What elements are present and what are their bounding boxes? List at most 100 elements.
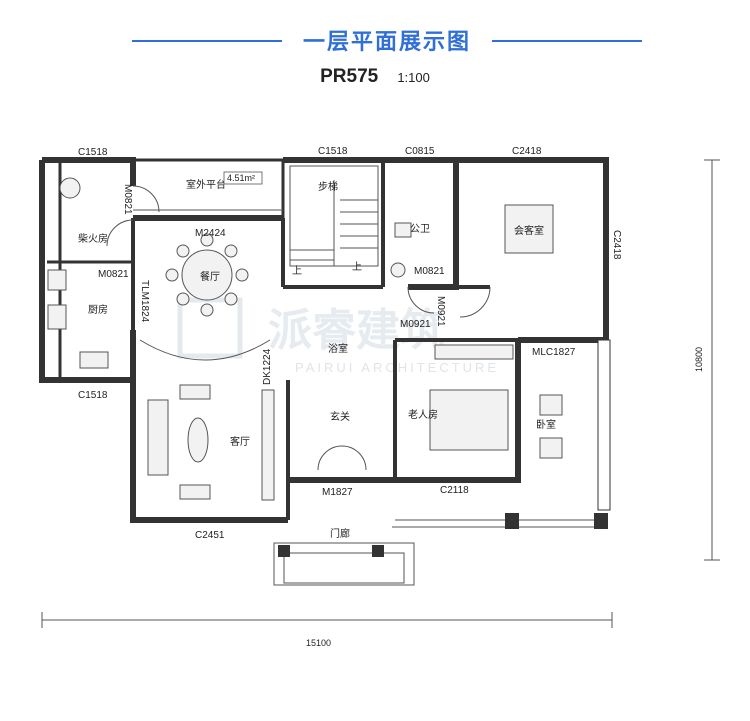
dining-chair-8 xyxy=(176,292,190,306)
porch-steps xyxy=(273,542,415,586)
code-c1518-top-mid: C1518 xyxy=(318,146,348,157)
page-title: 一层平面展示图 xyxy=(302,30,471,55)
column-1 xyxy=(278,545,290,557)
bath-seat-2 xyxy=(539,437,563,459)
kitchen-fridge xyxy=(47,269,67,291)
walls xyxy=(39,157,611,523)
code-c2418-right: C2418 xyxy=(611,230,622,260)
plan-subtitle: PR575 1:100 xyxy=(0,66,750,88)
label-living: 客厅 xyxy=(230,435,250,448)
wall-elder xyxy=(288,340,521,483)
label-kitchen: 厨房 xyxy=(88,303,108,316)
label-terrace-area: 4.51m² xyxy=(227,173,255,183)
tv-cabinet xyxy=(261,389,275,501)
code-m0821-b: M0821 xyxy=(98,269,129,280)
code-m2424: M2424 xyxy=(195,228,226,239)
window-strip-right xyxy=(597,339,611,511)
kitchen-sink xyxy=(79,351,109,369)
title-rule-right xyxy=(492,40,642,42)
label-outdoor-terrace: 室外平台 xyxy=(186,178,226,191)
dimension-lines: 15100 10800 xyxy=(41,159,720,648)
elder-bed xyxy=(429,389,509,451)
code-c1518-top-left: C1518 xyxy=(78,147,108,158)
porch xyxy=(273,513,608,586)
wc-toilet xyxy=(394,222,412,238)
title-rule-left xyxy=(132,40,282,42)
code-mlc1827: MLC1827 xyxy=(532,347,576,358)
code-c2451: C2451 xyxy=(195,530,225,541)
coffee-table xyxy=(187,417,209,463)
kitchen-stove xyxy=(47,304,67,330)
code-c2418-top: C2418 xyxy=(512,146,542,157)
code-tlm1824: TLM1824 xyxy=(139,280,150,323)
code-dk1224: DK1224 xyxy=(262,348,273,385)
dining-chair-5 xyxy=(176,244,190,258)
dining-table xyxy=(181,249,233,301)
terrace-area-box xyxy=(223,171,263,185)
wc-basin xyxy=(390,262,406,278)
plan-scale: 1:100 xyxy=(397,70,430,85)
door-m1827 xyxy=(317,445,367,471)
column-3 xyxy=(505,513,519,529)
wall-left-top xyxy=(42,157,136,186)
label-firewood-room: 柴火房 xyxy=(78,232,108,245)
wall-stair-wc xyxy=(283,157,459,290)
code-m0821-a: M0821 xyxy=(122,184,133,215)
dining-chair-4 xyxy=(235,268,249,282)
door-m0921-guest xyxy=(459,286,491,318)
code-m0821-c: M0821 xyxy=(414,266,445,277)
element-codes: C1518 C1518 C0815 C2418 C2418 M0821 M082… xyxy=(78,146,622,541)
code-c1518-bottom-left: C1518 xyxy=(78,390,108,401)
code-c2118: C2118 xyxy=(440,485,469,496)
label-stair-up-2: 上 xyxy=(352,261,362,273)
label-stairs: 步梯 xyxy=(318,180,338,193)
dining-chair-6 xyxy=(224,292,238,306)
dining-chair-1 xyxy=(200,233,214,247)
watermark-en: PAIRUI ARCHITECTURE xyxy=(295,360,499,375)
dim-width-label: 15100 xyxy=(306,638,331,648)
guest-table xyxy=(504,204,554,254)
label-stair-up-1: 上 xyxy=(292,265,302,277)
door-m0821-wc xyxy=(407,286,435,314)
code-m0921-a: M0921 xyxy=(400,319,431,330)
label-elder-room: 老人房 xyxy=(408,408,438,421)
wall-left-wing xyxy=(39,160,133,383)
porch-step-inner xyxy=(283,552,405,584)
armchair-top xyxy=(179,384,211,400)
label-bath: 浴室 xyxy=(328,342,348,355)
code-m1827: M1827 xyxy=(322,487,353,498)
column-2 xyxy=(372,545,384,557)
plan-code: PR575 xyxy=(320,66,379,87)
wall-living xyxy=(130,330,288,523)
label-bedroom-extra: 卧室 xyxy=(536,418,556,431)
column-4 xyxy=(594,513,608,529)
firewood-stove xyxy=(59,177,81,199)
bath-seat-1 xyxy=(539,394,563,416)
door-m0821-b xyxy=(106,219,134,247)
dining-chair-7 xyxy=(224,244,238,258)
staircase xyxy=(289,165,379,267)
elder-wardrobe xyxy=(434,344,514,360)
wall-guest xyxy=(456,157,609,343)
code-c0815: C0815 xyxy=(405,146,435,157)
door-tlm1824 xyxy=(139,339,271,361)
sofa xyxy=(147,399,169,476)
dim-depth-label: 10800 xyxy=(694,347,704,372)
label-porch: 门廊 xyxy=(330,527,350,540)
dining-chair-3 xyxy=(165,268,179,282)
dining-chair-2 xyxy=(200,303,214,317)
watermark-cn: 派睿建筑 xyxy=(268,305,444,356)
doors xyxy=(106,185,491,471)
label-foyer: 玄关 xyxy=(330,410,350,423)
door-m0821-a xyxy=(132,185,160,213)
code-m0921-b: M0921 xyxy=(435,296,446,327)
title-bar: 一层平面展示图 xyxy=(0,22,750,58)
watermark: 派睿建筑 PAIRUI ARCHITECTURE xyxy=(177,297,499,375)
label-public-wc: 公卫 xyxy=(410,224,430,235)
furniture xyxy=(47,177,563,501)
armchair-bottom xyxy=(179,484,211,500)
room-labels: 柴火房 厨房 室外平台 4.51m² 步梯 上 上 公卫 会客室 餐厅 浴室 客… xyxy=(78,171,556,540)
label-guest-room: 会客室 xyxy=(514,224,544,237)
label-dining: 餐厅 xyxy=(200,270,220,283)
